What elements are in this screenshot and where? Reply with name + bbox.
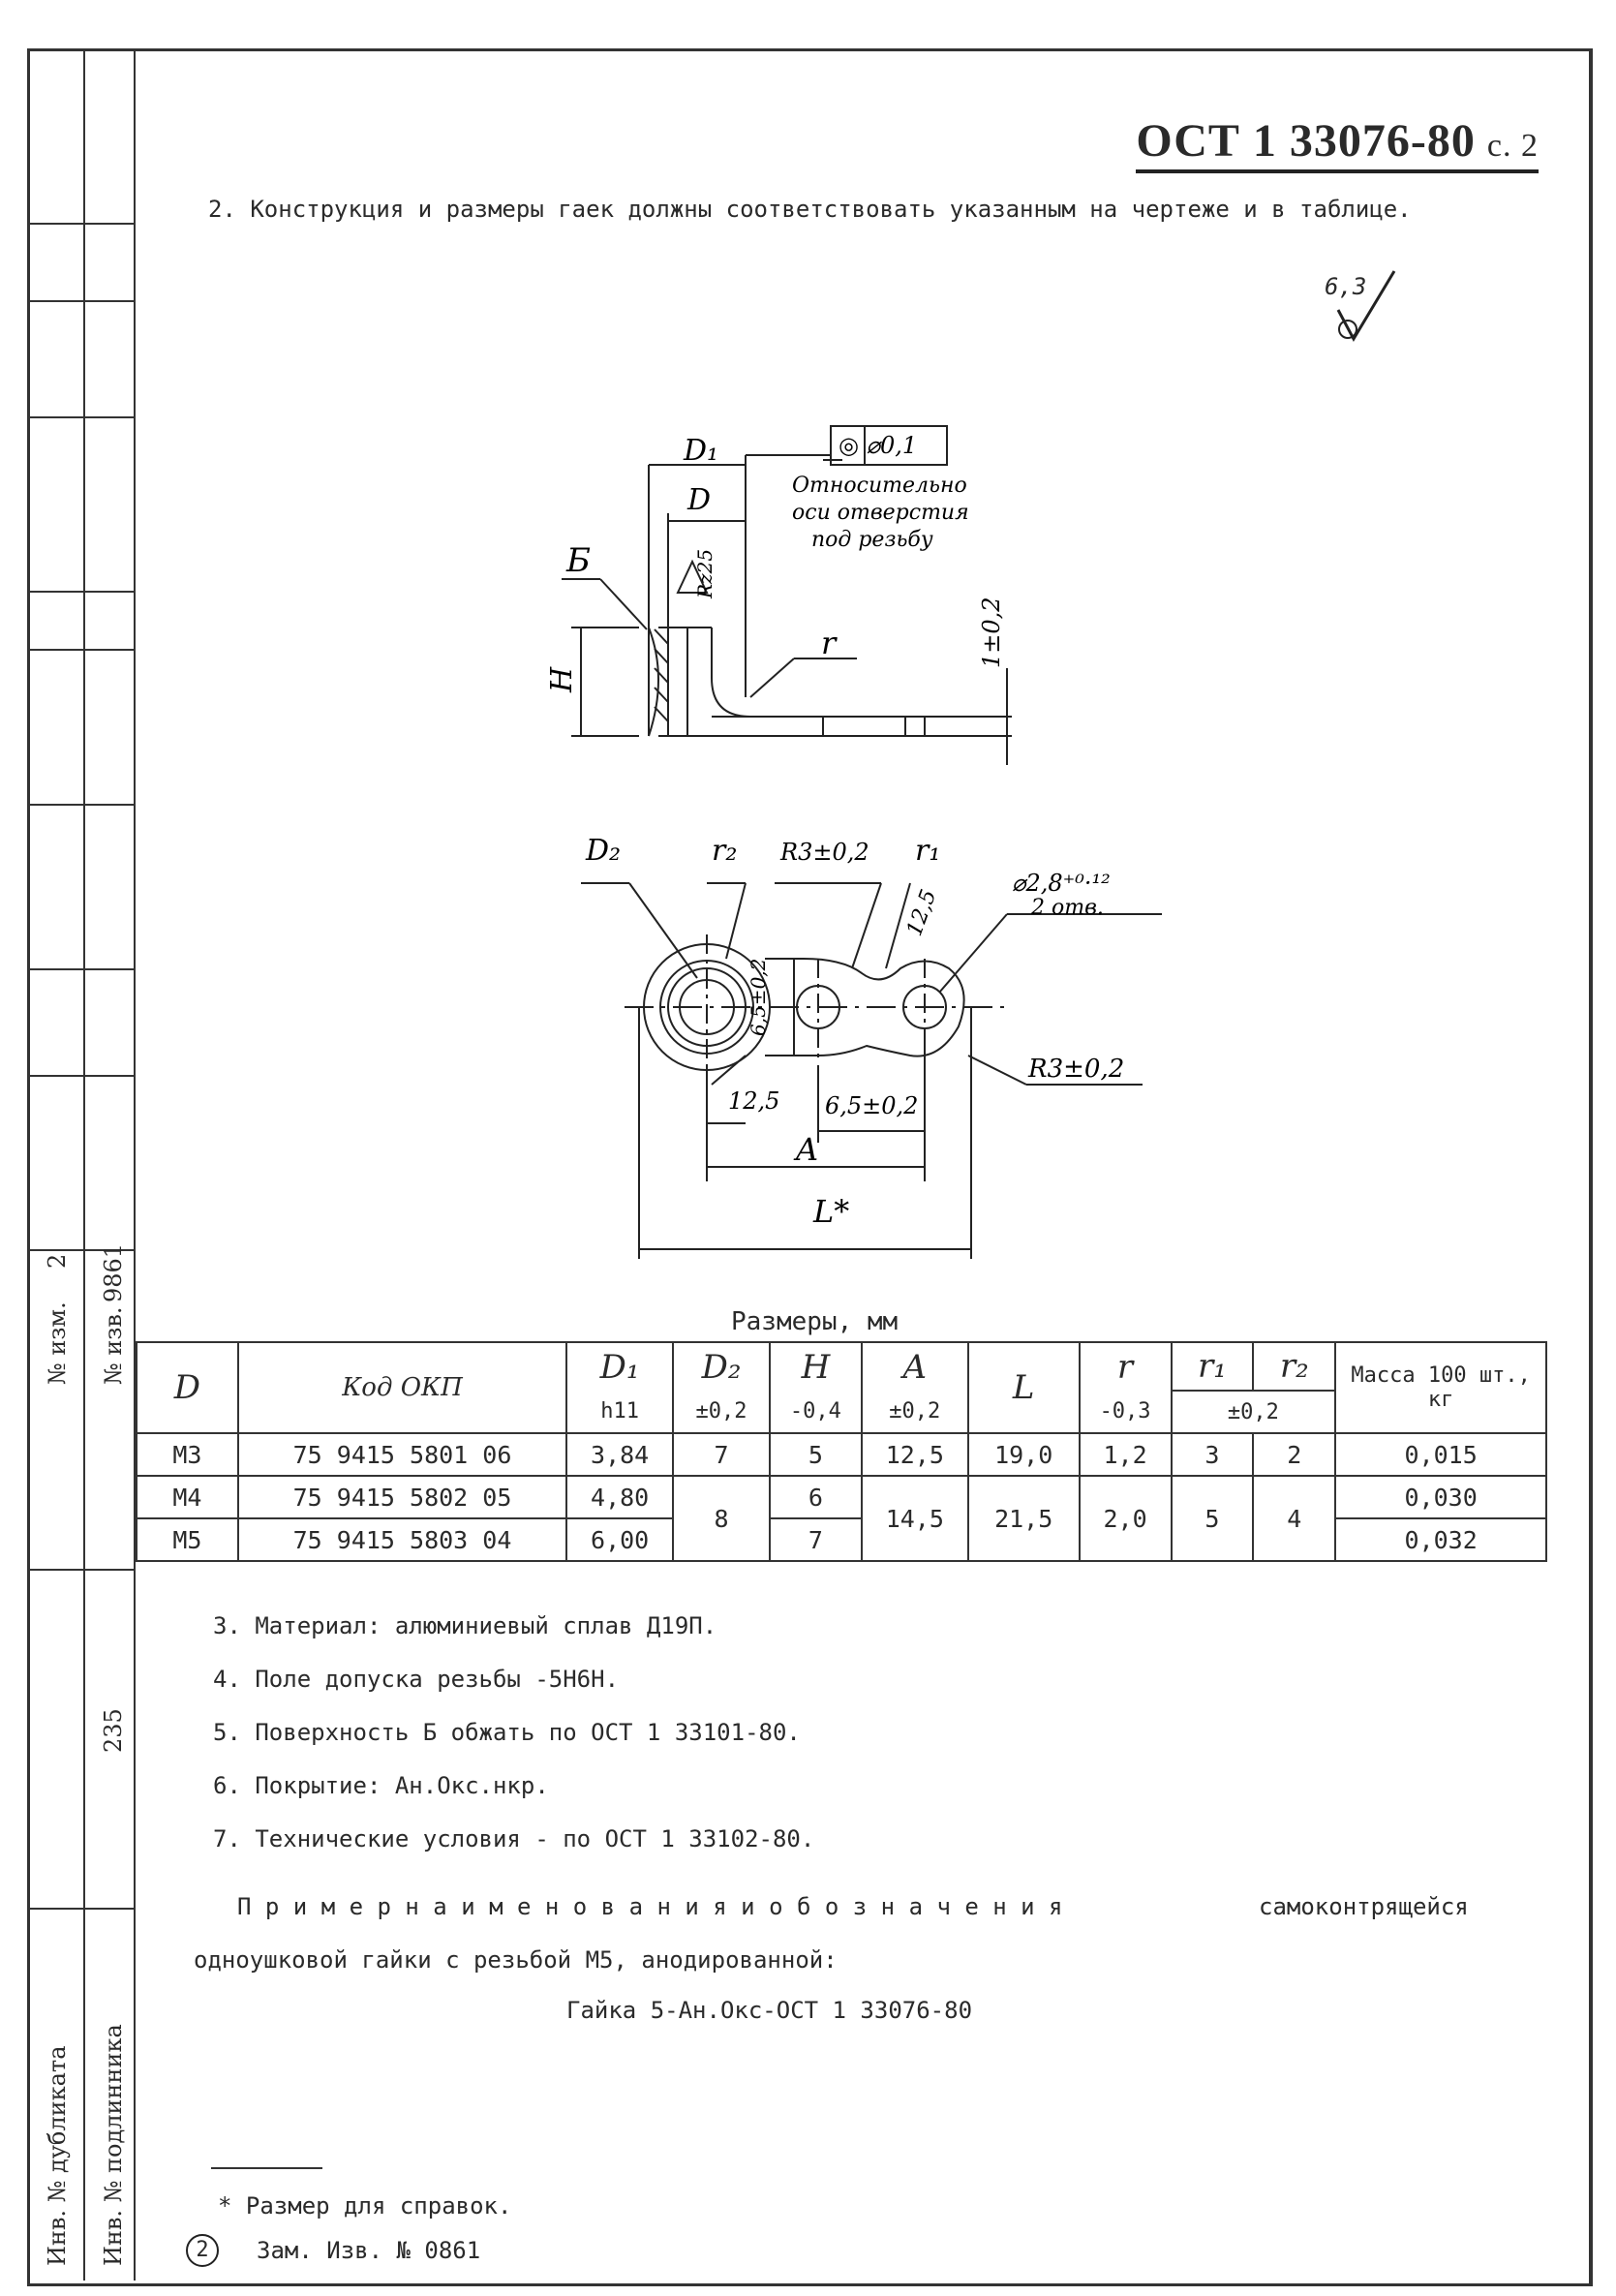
roughness-value: 6,3 <box>1325 273 1367 300</box>
label-R3-top: R3±0,2 <box>779 839 869 866</box>
col-header-mass: Масса 100 шт., кг <box>1334 1341 1547 1434</box>
sub-H: -0,4 <box>768 1391 863 1434</box>
table-cell: 4,80 <box>565 1475 675 1519</box>
change-number-circle: 2 <box>186 2234 219 2267</box>
table-cell: 5 <box>768 1432 863 1477</box>
dimensions-table: D Код ОКП D₁ D₂ H A L r r₁ r₂ Масса 100 … <box>136 1341 1547 1562</box>
table-row: М3 75 9415 5801 06 3,84 7 5 12,5 19,0 1,… <box>136 1432 1547 1477</box>
table-row: М5 75 9415 5803 04 6,00 7 0,032 <box>136 1517 1547 1562</box>
col-header-r1: r₁ <box>1170 1341 1255 1392</box>
table-cell: 6 <box>768 1475 863 1519</box>
label-thickness: 1±0,2 <box>978 597 1005 668</box>
sub-D2: ±0,2 <box>672 1391 771 1434</box>
label-holes-count: 2 отв. <box>1030 896 1104 920</box>
label-D2: D₂ <box>585 834 621 868</box>
tolerance-frame: ◎ ⌀0,1 <box>838 432 917 459</box>
footnote: * Размер для справок. <box>218 2192 512 2219</box>
table-cell: 8 <box>672 1475 771 1562</box>
note-6: 6. Покрытие: Ан.Окс.нкр. <box>213 1772 549 1799</box>
table-cell: 0,030 <box>1334 1475 1547 1519</box>
col-header-D2: D₂ <box>672 1341 771 1391</box>
label-r: r <box>821 625 838 661</box>
label-r1: r₁ <box>915 834 940 868</box>
sub-A: ±0,2 <box>860 1391 969 1434</box>
side-strip <box>27 48 136 2281</box>
table-cell: 3 <box>1170 1432 1255 1477</box>
table-cell: 12,5 <box>860 1432 969 1477</box>
standard-code: ОСТ 1 33076-80 <box>1136 115 1476 167</box>
change-note: Зам. Изв. № 0861 <box>257 2237 481 2264</box>
table-cell: 3,84 <box>565 1432 675 1477</box>
table-cell: М5 <box>136 1517 239 1562</box>
example-heading: П р и м е р н а и м е н о в а н и я и о … <box>237 1893 1063 1920</box>
standard-header: ОСТ 1 33076-80 с. 2 <box>1136 114 1539 173</box>
label-D: D <box>686 483 711 517</box>
col-header-D1: D₁ <box>565 1341 675 1391</box>
paragraph-2: 2. Конструкция и размеры гаек должны соо… <box>208 196 1412 223</box>
table-cell: М3 <box>136 1432 239 1477</box>
col-header-H: H <box>768 1341 863 1391</box>
table-cell: 75 9415 5803 04 <box>236 1517 568 1562</box>
label-width-vertical: 6,5±0,2 <box>747 959 770 1036</box>
note-5: 5. Поверхность Б обжать по ОСТ 1 33101-8… <box>213 1719 801 1746</box>
col-header-L: L <box>966 1341 1081 1434</box>
example-line2: одноушковой гайки с резьбой М5, анодиров… <box>194 1946 838 1974</box>
note-3: 3. Материал: алюминиевый сплав Д19П. <box>213 1612 717 1639</box>
table-cell: 7 <box>768 1517 863 1562</box>
col-header-D: D <box>136 1341 239 1434</box>
label-r2: r₂ <box>712 834 737 868</box>
tolerance-note-2: оси отверстия <box>792 501 969 525</box>
table-cell: 0,032 <box>1334 1517 1547 1562</box>
label-width: 6,5±0,2 <box>825 1092 918 1119</box>
example-heading-end: самоконтрящейся <box>1259 1893 1469 1920</box>
table-cell: 21,5 <box>966 1475 1081 1562</box>
table-cell: 5 <box>1170 1475 1255 1562</box>
table-cell: 2,0 <box>1078 1475 1173 1562</box>
col-header-r: r <box>1078 1341 1173 1391</box>
tolerance-note-3: под резьбу <box>811 528 933 552</box>
page-frame <box>27 48 1593 2286</box>
footnote-rule <box>211 2167 322 2169</box>
table-cell: 7 <box>672 1432 771 1477</box>
table-cell: 1,2 <box>1078 1432 1173 1477</box>
table-cell: М4 <box>136 1475 239 1519</box>
col-header-A: A <box>860 1341 969 1391</box>
note-4: 4. Поле допуска резьбы -5Н6Н. <box>213 1666 620 1693</box>
label-B: Б <box>565 541 591 580</box>
table-cell: 0,015 <box>1334 1432 1547 1477</box>
table-cell: 14,5 <box>860 1475 969 1562</box>
sub-r: -0,3 <box>1078 1391 1173 1434</box>
example-designation: Гайка 5-Ан.Окс-ОСТ 1 33076-80 <box>566 1997 973 2024</box>
table-cell: 6,00 <box>565 1517 675 1562</box>
label-R3-bottom: R3±0,2 <box>1027 1055 1124 1084</box>
col-header-okp: Код ОКП <box>236 1341 568 1434</box>
label-L: L* <box>812 1193 849 1230</box>
page-number: с. 2 <box>1486 128 1539 164</box>
sub-D1: h11 <box>565 1391 675 1434</box>
label-D1: D₁ <box>683 434 718 468</box>
label-rz: Rz25 <box>693 549 717 599</box>
label-angle-top: 12,5 <box>902 886 941 939</box>
table-cell: 19,0 <box>966 1432 1081 1477</box>
sub-r1r2: ±0,2 <box>1170 1390 1337 1434</box>
label-angle-bottom: 12,5 <box>728 1087 779 1115</box>
table-cell: 2 <box>1252 1432 1337 1477</box>
label-H: H <box>545 666 579 693</box>
table-caption: Размеры, мм <box>731 1307 899 1336</box>
label-hole: ⌀2,8⁺⁰·¹² <box>1012 870 1111 897</box>
table-cell: 75 9415 5802 05 <box>236 1475 568 1519</box>
table-cell: 4 <box>1252 1475 1337 1562</box>
tolerance-note-1: Относительно <box>792 474 967 498</box>
table-cell: 75 9415 5801 06 <box>236 1432 568 1477</box>
note-7: 7. Технические условия - по ОСТ 1 33102-… <box>213 1825 815 1852</box>
label-A: A <box>793 1131 818 1168</box>
table-row: М4 75 9415 5802 05 4,80 8 6 14,5 21,5 2,… <box>136 1475 1547 1562</box>
col-header-r2: r₂ <box>1252 1341 1337 1392</box>
